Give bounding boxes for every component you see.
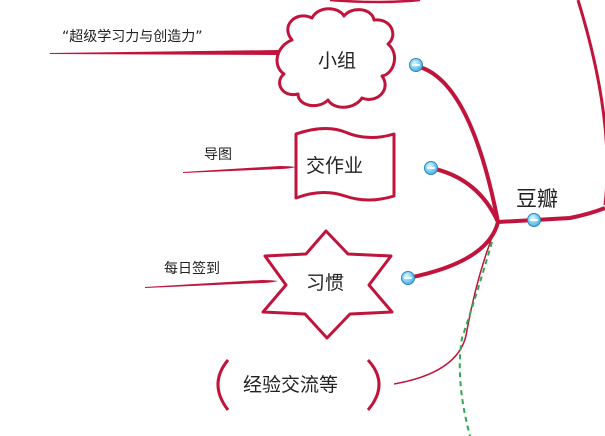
node-shape-banner xyxy=(294,127,396,202)
node-jingyan-jiaoliu[interactable]: 经验交流等 xyxy=(243,374,339,396)
connector-jingyan xyxy=(393,221,499,385)
root-node-douban[interactable]: 豆瓣 xyxy=(516,187,558,211)
node-shape-cloud xyxy=(275,7,397,109)
connector-jiaozuoye xyxy=(430,166,500,223)
node-shape-bracket-left xyxy=(216,359,230,411)
collapse-minus-icon[interactable] xyxy=(401,271,415,285)
connector-xiaozu xyxy=(415,64,500,223)
node-xiaozu[interactable]: 小组 xyxy=(318,50,357,72)
relationship-dashed-link xyxy=(458,241,493,436)
collapse-minus-icon[interactable] xyxy=(527,213,541,227)
note-xiaozu[interactable]: “超级学习力与创造力” xyxy=(62,29,203,45)
node-shape-star xyxy=(261,229,394,340)
note-connector-xiguan xyxy=(145,280,278,288)
note-meiri-qiandao[interactable]: 每日签到 xyxy=(164,261,220,277)
edge-branch-top-cut xyxy=(329,0,421,4)
node-jiaozuoye[interactable]: 交作业 xyxy=(306,155,364,177)
root-connector-right xyxy=(497,206,605,224)
node-xiguan[interactable]: 习惯 xyxy=(306,272,345,294)
edge-branch-right-cut xyxy=(576,0,605,205)
collapse-minus-icon[interactable] xyxy=(424,161,438,175)
note-connector-jiaozuoye xyxy=(183,166,296,173)
note-daotu[interactable]: 导图 xyxy=(204,147,232,163)
node-shape-bracket-right xyxy=(366,358,381,411)
note-connector-xiaozu xyxy=(50,50,290,62)
collapse-minus-icon[interactable] xyxy=(409,58,423,72)
